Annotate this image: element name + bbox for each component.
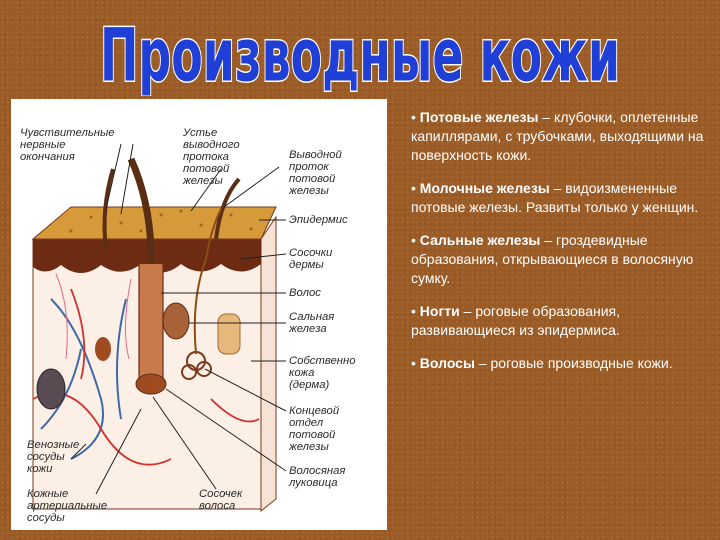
bullet-hair: • Волосы – роговые производные кожи.: [411, 355, 673, 371]
sebaceous-gland: [162, 302, 190, 340]
skin-diagram: Чувствительные нервные окончания Устье в…: [11, 99, 387, 530]
bullet-list: • Потовые железы – клубочки, оплетенные …: [411, 108, 711, 387]
label-end-section: Концевой отдел потовой железы: [289, 405, 340, 453]
bullet-text: – клубочки, оплетенные капиллярами, с тр…: [411, 109, 704, 163]
sweat-duct: [193, 208, 222, 355]
bullet-term: Потовые железы: [419, 109, 539, 125]
bullet-sebaceous-glands: • Сальные железы – гроздевидные образова…: [411, 232, 694, 286]
label-epidermis: Эпидермис: [289, 214, 348, 226]
slide-title-text: Производные кожи: [100, 13, 620, 96]
bullet-term: Волосы: [419, 355, 475, 371]
skin-surface: [31, 206, 277, 240]
hair-shaft-2: [102, 168, 115, 250]
label-hair-papilla: Сосочек волоса: [199, 488, 243, 512]
bullet-term: Ногти: [419, 303, 460, 319]
label-dermal-papillae: Сосочки дермы: [289, 247, 333, 271]
bullet-sweat-glands: • Потовые железы – клубочки, оплетенные …: [411, 109, 704, 163]
surface-texture: [69, 209, 253, 233]
label-arteries: Кожные артериальные сосуды: [27, 488, 108, 524]
bullet-text: – роговые образования, развивающиеся из …: [411, 303, 621, 338]
bullet-text: – гроздевидные образования, открывающиес…: [411, 232, 694, 286]
bullet-term: Сальные железы: [419, 232, 541, 248]
hair-bulb: [135, 373, 167, 395]
bullet-mammary-glands: • Молочные железы – видоизмененные потов…: [411, 180, 699, 215]
label-hair: Волос: [289, 287, 321, 299]
label-nerve-endings: Чувствительные нервные окончания: [20, 127, 115, 163]
mammary-lobule: [217, 313, 241, 355]
hair-bulb-2: [95, 337, 111, 361]
bullet-term: Молочные железы: [419, 180, 550, 196]
skin-cross-section: [31, 143, 287, 513]
nerve-fibers: [55, 273, 132, 360]
bullet-text: – видоизмененные потовые железы. Развиты…: [411, 180, 699, 215]
leader-lines: [70, 143, 287, 495]
label-sweat-duct: Выводной проток потовой железы: [289, 149, 342, 197]
label-dermis: Собственно кожа (дерма): [289, 355, 356, 391]
label-hair-bulb: Волосяная луковица: [289, 465, 346, 489]
label-veins: Венозные сосуды кожи: [27, 439, 80, 475]
bullet-text: – роговые производные кожи.: [474, 355, 673, 371]
skin-block-side: [260, 215, 277, 513]
label-sebaceous-gland: Сальная железа: [289, 311, 335, 335]
lamellar-body: [36, 368, 66, 410]
hair-shaft-3: [214, 177, 241, 240]
hair-follicle: [138, 264, 164, 390]
hair-shaft: [127, 157, 155, 389]
label-duct-mouth: Устье выводного протока потовой железы: [183, 127, 240, 187]
bullet-nails: • Ногти – роговые образования, развивающ…: [411, 303, 621, 338]
slide-title: Производные кожи: [99, 11, 622, 96]
